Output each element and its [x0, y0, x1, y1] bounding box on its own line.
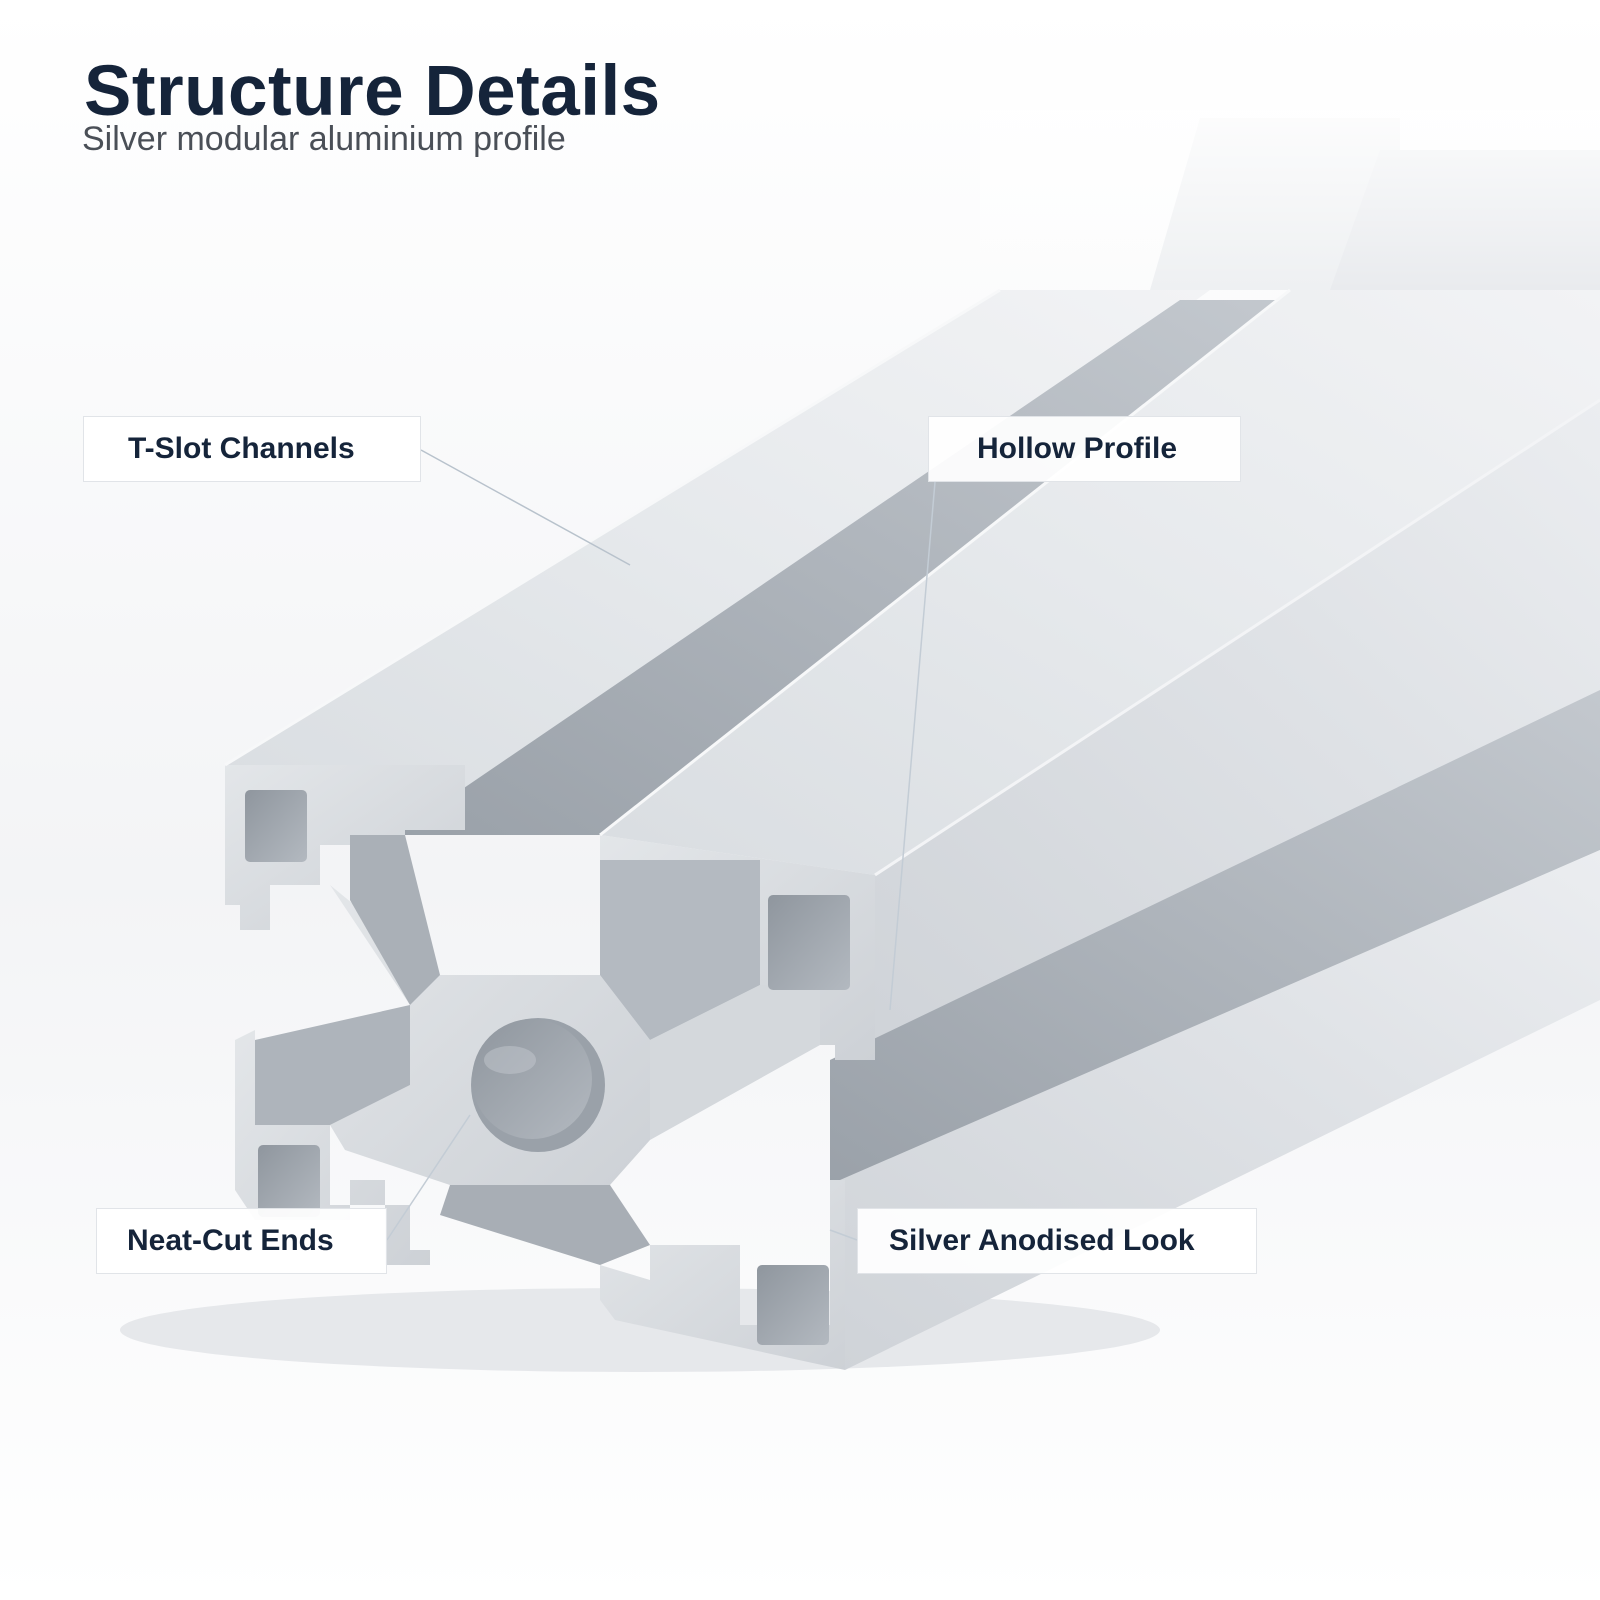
page-subtitle: Silver modular aluminium profile	[82, 120, 566, 158]
callout-hollow-profile: Hollow Profile	[928, 416, 1241, 482]
callout-label: Silver Anodised Look	[889, 1224, 1195, 1257]
callout-label: T-Slot Channels	[128, 432, 355, 465]
callout-label: Neat-Cut Ends	[127, 1224, 334, 1257]
callout-label: Hollow Profile	[977, 432, 1178, 465]
page-title: Structure Details	[84, 52, 661, 131]
callout-silver-anodised-look: Silver Anodised Look	[857, 1208, 1257, 1274]
callout-t-slot-channels: T-Slot Channels	[83, 416, 421, 482]
callout-neat-cut-ends: Neat-Cut Ends	[96, 1208, 387, 1274]
